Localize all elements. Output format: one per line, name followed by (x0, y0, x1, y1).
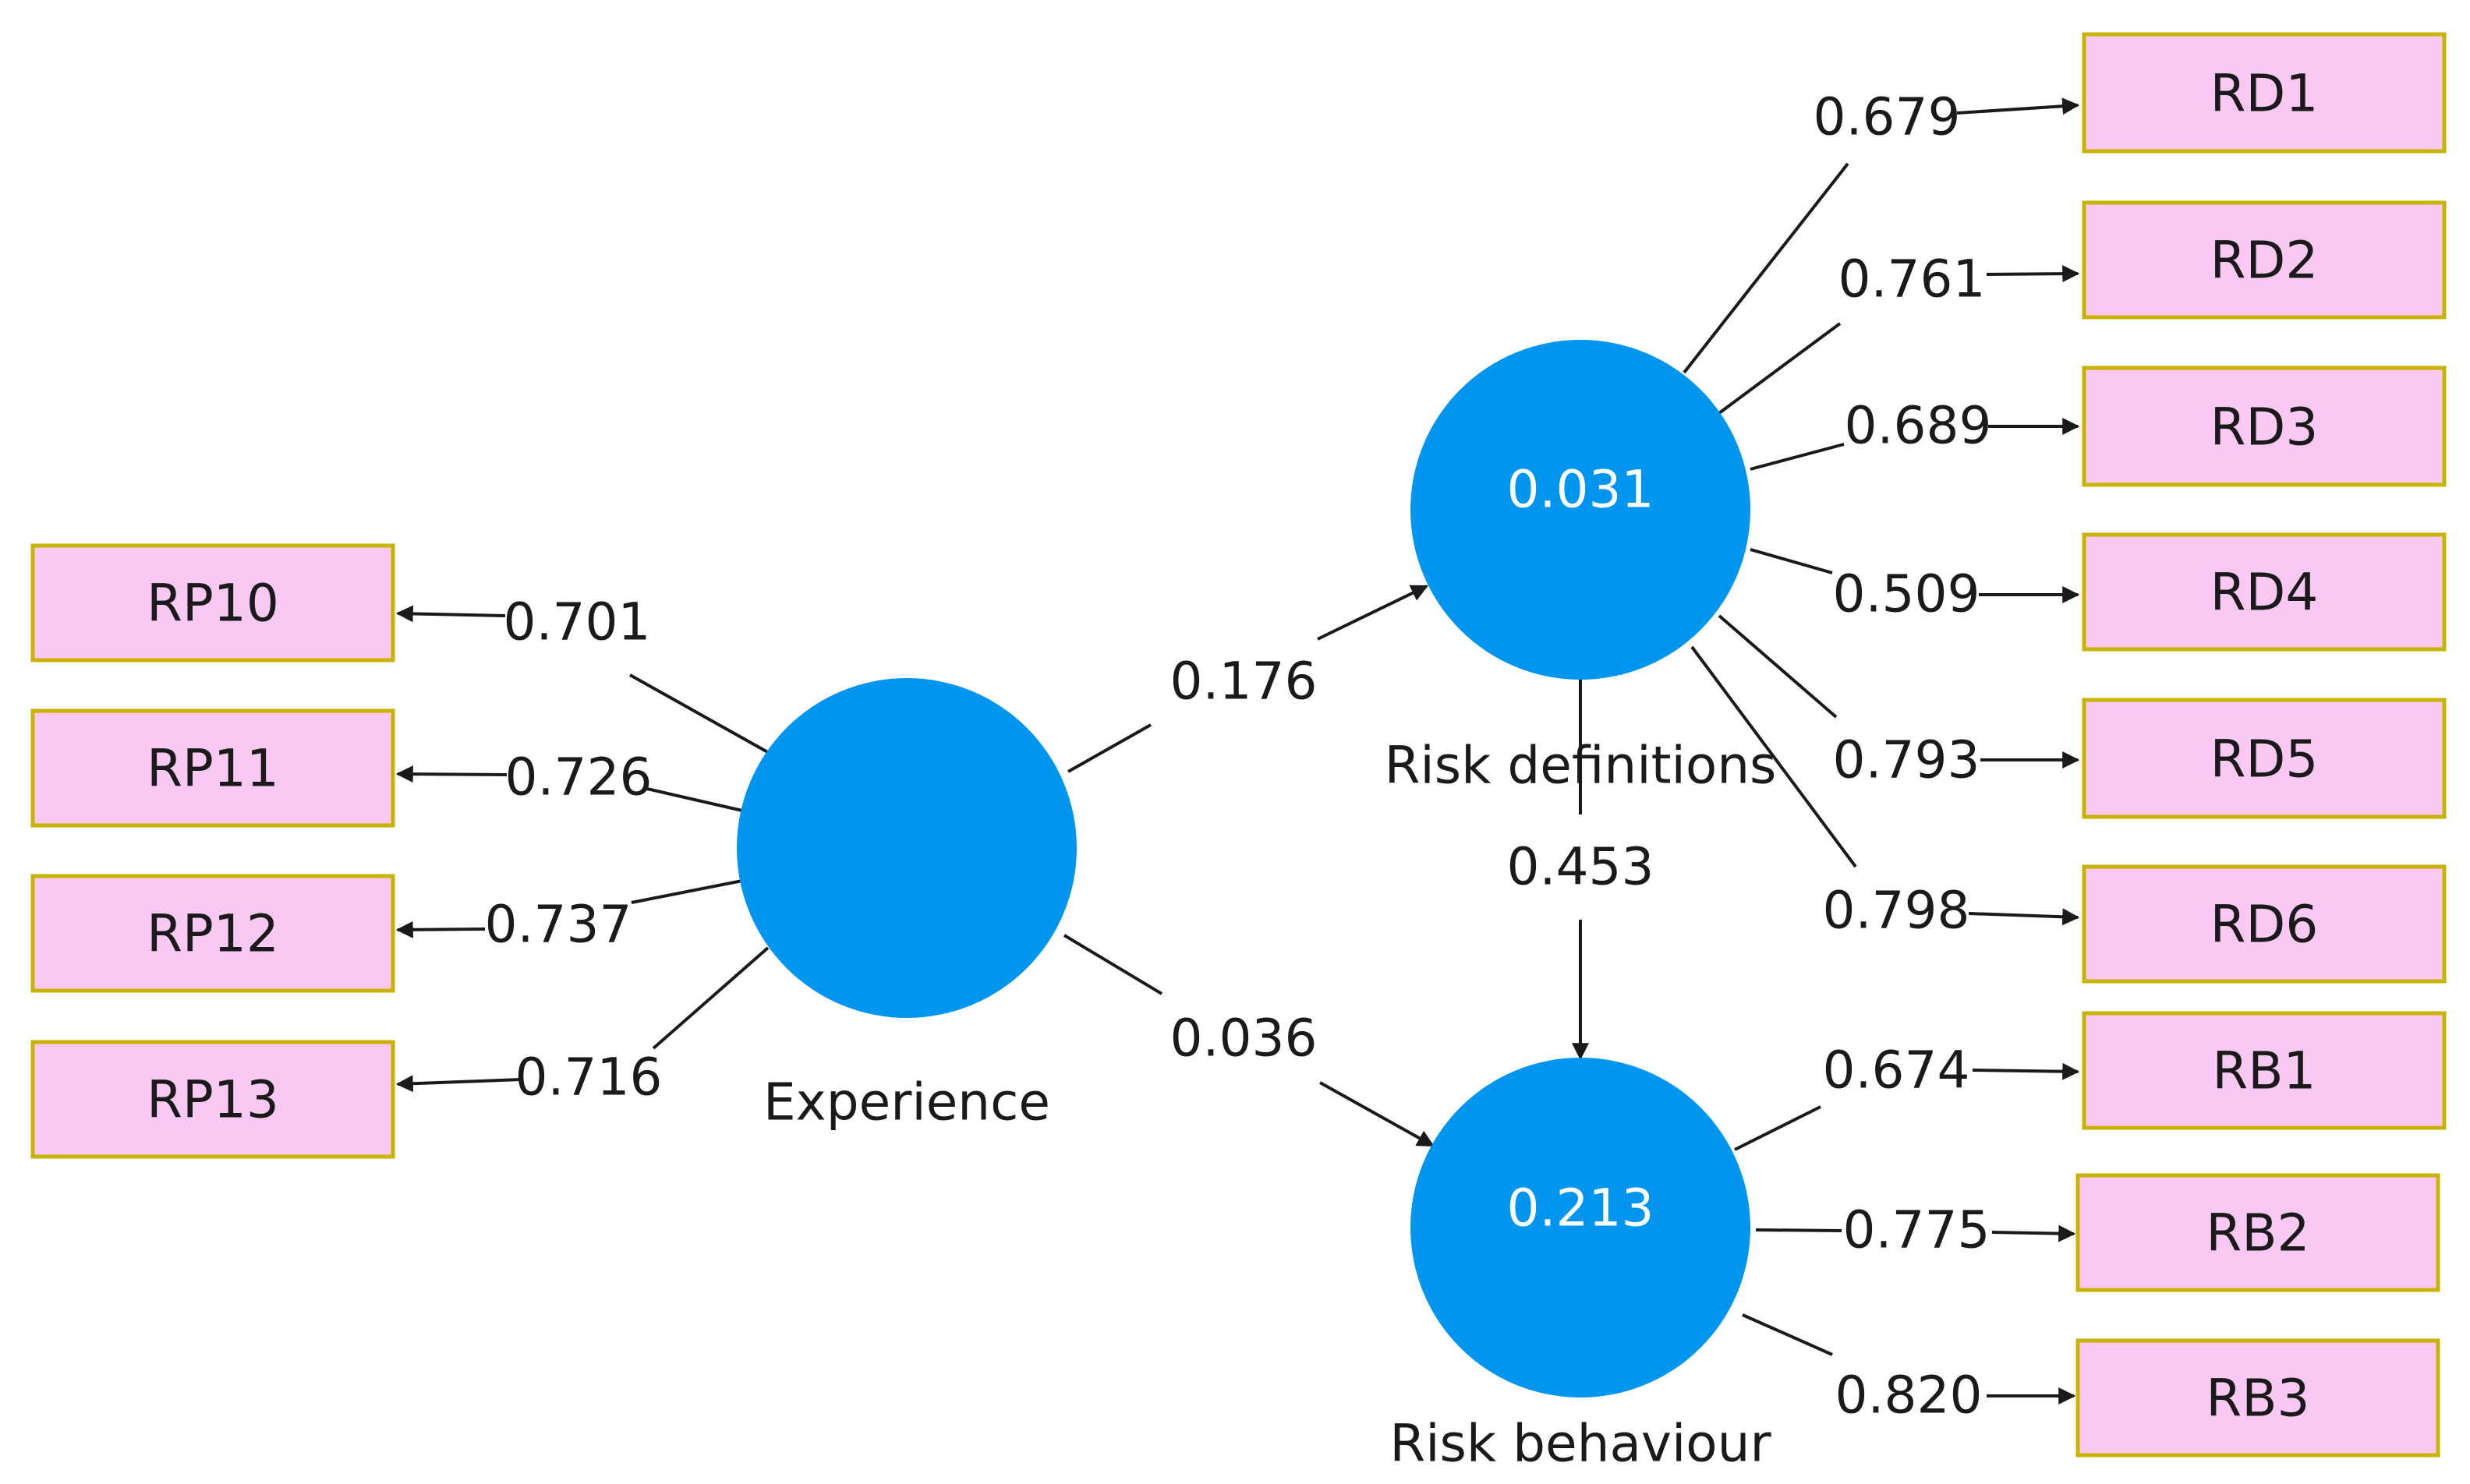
indicator-rp13[interactable]: RP13 (30, 1040, 395, 1159)
path-experience-risk-behaviour-b (1319, 1081, 1435, 1147)
indicator-rp11[interactable]: RP11 (30, 708, 395, 828)
indicator-rp10-label: RP10 (147, 574, 279, 634)
edge-rbeh-rb1 (1734, 1105, 1821, 1151)
indicator-rd5-box[interactable] (2082, 698, 2447, 819)
loading-rp13: 0.716 (515, 1048, 663, 1108)
risk-definitions-indicator-edges (1683, 97, 2080, 926)
path-experience-risk-definitions-b (1317, 585, 1428, 641)
path-experience-risk-definitions-a (1067, 723, 1152, 773)
indicator-rd1[interactable]: RD1 (2082, 32, 2447, 154)
loading-rd3: 0.689 (1845, 396, 1992, 456)
coef-risk-definitions-risk-behaviour: 0.453 (1507, 837, 1654, 897)
construct-experience[interactable]: Experience (737, 678, 1077, 1132)
indicator-rp11-label: RP11 (147, 739, 279, 799)
indicator-rd5[interactable]: RD5 (2082, 698, 2447, 819)
loading-rp10: 0.701 (504, 592, 651, 652)
edge-rdef-rd1 (1683, 162, 1849, 374)
edge-rp11-arrow (395, 765, 508, 783)
construct-risk-definitions-r2: 0.031 (1507, 460, 1654, 520)
coef-experience-risk-definitions: 0.176 (1170, 652, 1318, 712)
path-coefficients: 0.176 0.036 0.453 (1170, 652, 1654, 1069)
risk-behaviour-indicator-edges (1734, 1062, 2080, 1404)
loading-rb1: 0.674 (1823, 1041, 1970, 1101)
indicator-rp13-label: RP13 (147, 1070, 279, 1130)
construct-risk-definitions[interactable]: 0.031 Risk definitions (1385, 340, 1777, 796)
edge-rdef-rd6 (1690, 645, 1857, 868)
edge-rd6-arrow (1968, 908, 2080, 926)
indicator-rd3-label: RD3 (2210, 398, 2319, 458)
indicator-rd4[interactable]: RD4 (2082, 532, 2447, 652)
construct-risk-behaviour-circle[interactable] (1410, 1058, 1750, 1397)
indicator-rd1-box[interactable] (2082, 32, 2447, 154)
edge-experience-rp13 (652, 946, 770, 1050)
edge-rdef-rd5 (1718, 614, 1838, 719)
indicator-rp13-box[interactable] (30, 1040, 395, 1159)
edge-rd1-arrow (1956, 97, 2080, 115)
indicator-rb2-label: RB2 (2206, 1203, 2309, 1263)
edge-experience-rp11 (646, 787, 743, 812)
loading-rb3: 0.820 (1835, 1366, 1983, 1426)
loading-rp11: 0.726 (505, 747, 653, 807)
indicator-rd5-label: RD5 (2210, 730, 2319, 790)
indicator-rp12[interactable]: RP12 (30, 874, 395, 993)
indicator-rd4-box[interactable] (2082, 532, 2447, 652)
outer-loadings: 0.701 0.726 0.737 0.716 0.679 0.761 0.68… (485, 87, 1992, 1426)
indicator-rd6-box[interactable] (2082, 864, 2447, 984)
loading-rp12: 0.737 (485, 895, 632, 955)
construct-risk-definitions-circle[interactable] (1410, 340, 1750, 680)
loading-rd6: 0.798 (1823, 881, 1970, 941)
structural-paths (1063, 585, 1589, 1147)
indicator-rd6[interactable]: RD6 (2082, 864, 2447, 984)
indicator-rb3[interactable]: RB3 (2075, 1338, 2440, 1458)
edge-rdef-rd3 (1750, 443, 1845, 471)
indicator-rd4-label: RD4 (2210, 563, 2319, 623)
loading-rd4: 0.509 (1833, 564, 1980, 624)
construct-risk-behaviour[interactable]: 0.213 Risk behaviour (1389, 1058, 1772, 1474)
indicator-rp10[interactable]: RP10 (30, 543, 395, 662)
edge-rdef-rd2 (1718, 322, 1842, 415)
loading-rd5: 0.793 (1833, 730, 1980, 790)
indicator-rp12-label: RP12 (147, 904, 279, 964)
construct-experience-name: Experience (763, 1072, 1050, 1132)
indicator-rp12-box[interactable] (30, 874, 395, 993)
loading-rd1: 0.679 (1814, 87, 1961, 147)
indicator-rb2-box[interactable] (2075, 1173, 2440, 1292)
edge-experience-rp10 (629, 673, 773, 756)
edge-experience-rp12 (631, 879, 743, 904)
edge-rp12-arrow (395, 920, 486, 938)
construct-experience-circle[interactable] (737, 678, 1077, 1018)
edge-rbeh-rb3 (1742, 1313, 1833, 1356)
construct-risk-behaviour-r2: 0.213 (1507, 1178, 1654, 1238)
indicator-rb3-box[interactable] (2075, 1338, 2440, 1458)
experience-indicator-edges (395, 605, 773, 1093)
indicator-rd2-box[interactable] (2082, 200, 2447, 320)
edge-rb2-arrow (1991, 1224, 2076, 1242)
indicator-rp10-box[interactable] (30, 543, 395, 662)
edge-rp13-arrow (395, 1075, 522, 1093)
edge-rp10-arrow (395, 605, 506, 623)
indicator-rd1-label: RD1 (2210, 64, 2319, 124)
indicator-rd2[interactable]: RD2 (2082, 200, 2447, 320)
coef-experience-risk-behaviour: 0.036 (1170, 1009, 1318, 1069)
indicator-rp11-box[interactable] (30, 708, 395, 828)
path-experience-risk-behaviour-a (1063, 934, 1163, 995)
edge-rdef-rd4 (1750, 548, 1833, 574)
edge-rb1-arrow (1972, 1062, 2080, 1080)
indicator-rd2-label: RD2 (2210, 231, 2319, 291)
indicator-rd3[interactable]: RD3 (2082, 366, 2447, 487)
construct-risk-behaviour-name: Risk behaviour (1389, 1414, 1771, 1474)
construct-risk-definitions-name: Risk definitions (1385, 736, 1777, 796)
loading-rd2: 0.761 (1838, 249, 1986, 309)
indicator-rb1[interactable]: RB1 (2082, 1011, 2447, 1130)
indicator-rb1-label: RB1 (2212, 1041, 2316, 1101)
loading-rb2: 0.775 (1843, 1200, 1991, 1260)
indicator-rd6-label: RD6 (2210, 895, 2319, 955)
indicator-rb1-box[interactable] (2082, 1011, 2447, 1130)
indicator-rb2[interactable]: RB2 (2075, 1173, 2440, 1292)
indicator-rb3-label: RB3 (2206, 1369, 2309, 1429)
edge-rbeh-rb2 (1755, 1228, 1842, 1232)
indicator-rd3-box[interactable] (2082, 366, 2447, 487)
